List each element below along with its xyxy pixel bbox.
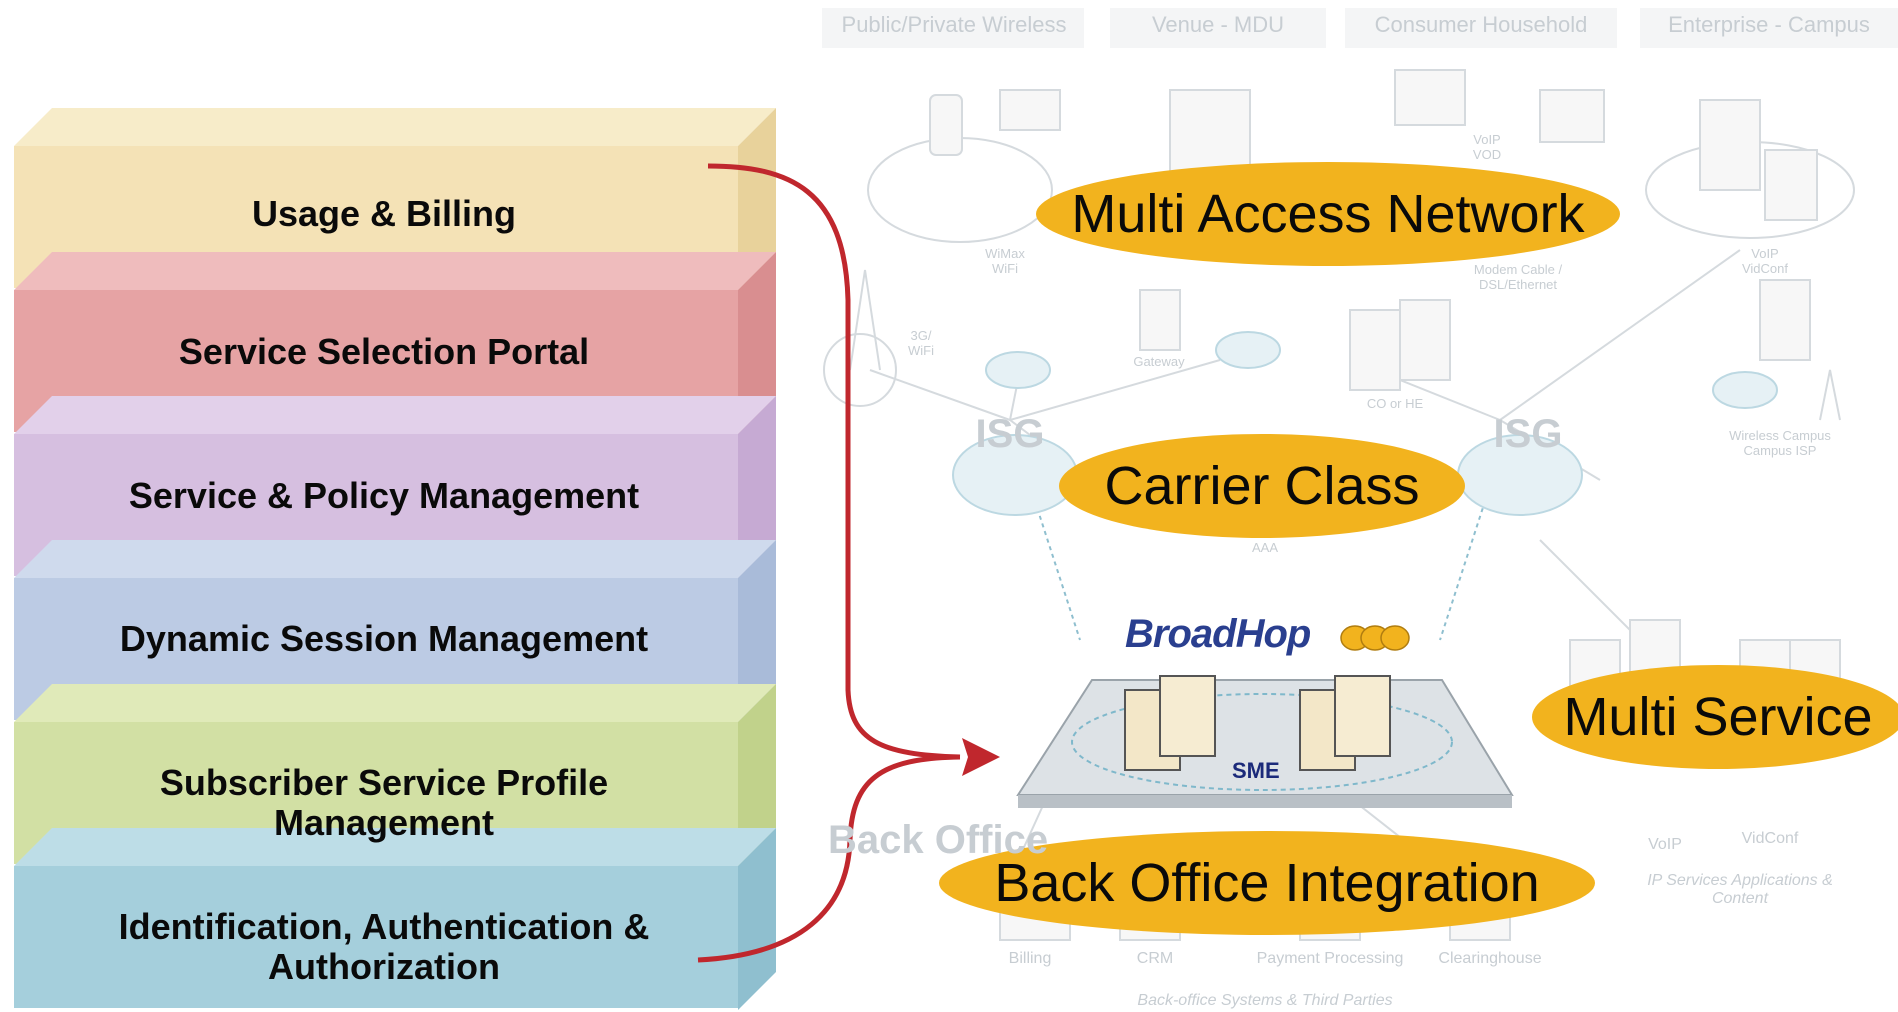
voip-vod-label: VoIP VOD (1472, 132, 1502, 162)
back-item-payment: Payment Processing (1256, 950, 1404, 967)
layer-front-face (14, 866, 738, 1008)
layer-top-face (14, 540, 776, 578)
layer-identification (14, 828, 776, 1010)
layer-top-face (14, 396, 776, 434)
aaa-label: AAA (1251, 540, 1278, 555)
3g-wifi-label: 3G/ WiFi (908, 328, 934, 358)
layer-label-subscriber-profile: Subscriber Service Profile Management (159, 762, 609, 843)
layer-side-face (738, 108, 776, 290)
column-header-wireless: Public/Private Wireless (841, 12, 1067, 37)
layer-side-face (738, 252, 776, 434)
layer-label-session-management: Dynamic Session Management (119, 618, 649, 659)
broadhop-arrows-icon (1340, 625, 1410, 651)
server-icon (1124, 675, 1391, 771)
back-office-caption: Back-office Systems & Third Parties (1137, 992, 1393, 1009)
vidconf-label: VidConf (1741, 830, 1799, 847)
sme-platform (1016, 625, 1514, 808)
voip-vidconf-label: VoIP VidConf (1741, 246, 1788, 276)
gateway-label: Gateway (1133, 354, 1185, 369)
layer-label-policy-management: Service & Policy Management (128, 475, 640, 516)
column-header-household: Consumer Household (1374, 12, 1588, 37)
back-office-label: Back Office (828, 818, 1049, 862)
layer-top-face (14, 828, 776, 866)
co-he-label: CO or HE (1366, 396, 1424, 411)
isg-left-label: ISG (975, 412, 1045, 456)
layer-stack (14, 108, 776, 1010)
layer-side-face (738, 828, 776, 1010)
layer-top-face (14, 684, 776, 722)
ellipse-label-back-office: Back Office Integration (994, 853, 1540, 913)
highlight-ellipses (939, 162, 1898, 935)
layer-side-face (738, 396, 776, 578)
layer-side-face (738, 540, 776, 722)
layer-label-identification: Identification, Authentication & Authori… (118, 906, 650, 987)
layer-label-service-selection: Service Selection Portal (178, 331, 590, 372)
layer-top-face (14, 108, 776, 146)
back-item-clearinghouse: Clearinghouse (1438, 950, 1542, 967)
back-item-crm: CRM (1136, 950, 1174, 967)
layer-usage-billing (14, 108, 776, 290)
bracket-arrow (697, 163, 1000, 963)
sme-label: SME (1232, 758, 1280, 783)
broadhop-logo: BroadHop (1125, 612, 1311, 656)
column-header-enterprise: Enterprise - Campus (1668, 12, 1870, 37)
column-header-mdu: Venue - MDU (1151, 12, 1285, 37)
layer-side-face (738, 684, 776, 866)
wireless-campus-label: Wireless Campus Campus ISP (1729, 428, 1831, 458)
ellipse-label-carrier-class: Carrier Class (1104, 456, 1420, 516)
wimax-wifi-label: WiMax WiFi (985, 246, 1025, 276)
ip-services-label: IP Services Applications & Content (1647, 872, 1833, 907)
back-item-billing: Billing (1008, 950, 1052, 967)
modem-label: Modem Cable / DSL/Ethernet (1473, 262, 1563, 292)
voip-label: VoIP (1648, 836, 1682, 853)
layer-top-face (14, 252, 776, 290)
isg-right-label: ISG (1493, 412, 1563, 456)
layer-label-usage-billing: Usage & Billing (251, 193, 517, 234)
ellipse-label-multi-service: Multi Service (1563, 687, 1873, 747)
ellipse-label-multi-access: Multi Access Network (1071, 184, 1585, 244)
